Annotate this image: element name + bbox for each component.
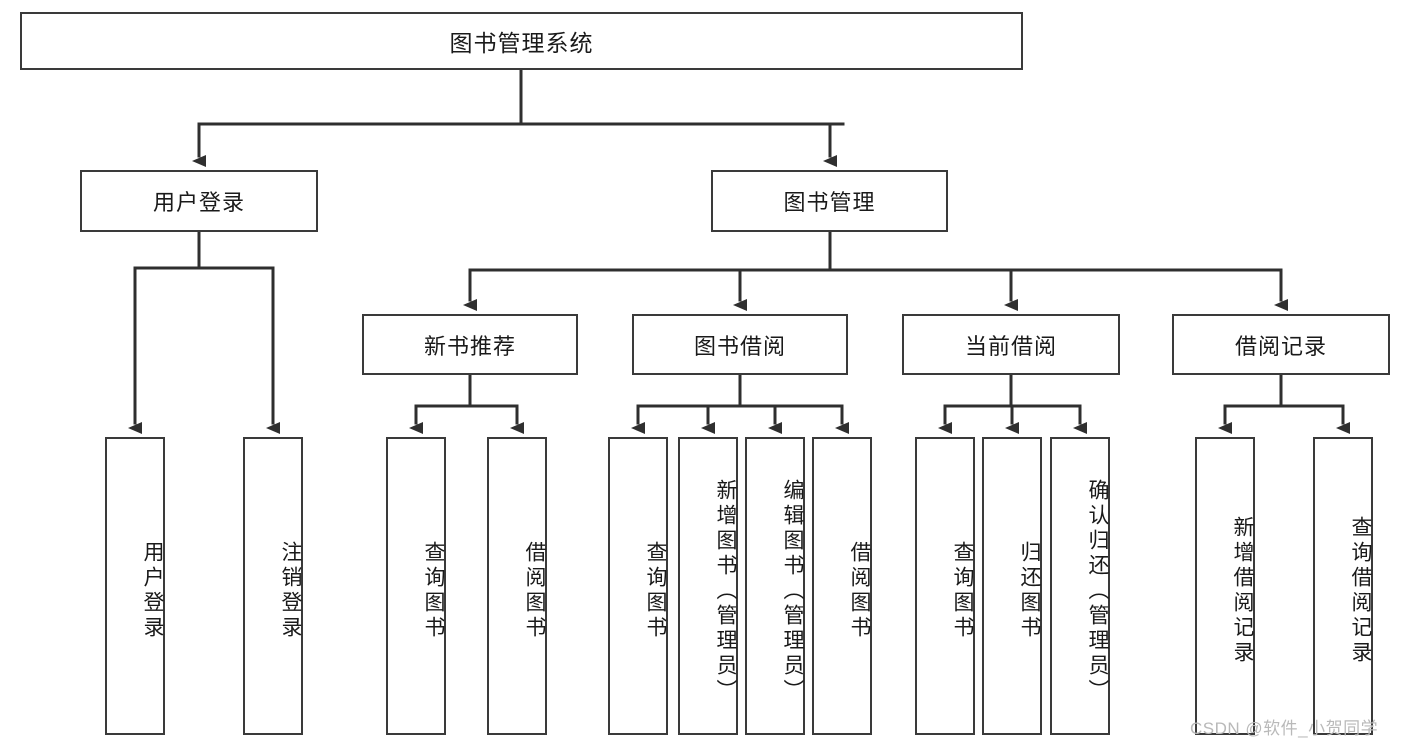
node-label: 新增借阅记录: [1231, 516, 1254, 666]
node-label: 当前借阅: [964, 333, 1057, 359]
node-current-borrow[interactable]: 当前借阅: [902, 314, 1120, 375]
node-label: 借阅记录: [1234, 333, 1327, 359]
node-book-borrow[interactable]: 图书借阅: [632, 314, 848, 375]
node-label: 图书借阅: [693, 333, 786, 359]
node-leaf-add-borrow-record[interactable]: 新增借阅记录: [1195, 437, 1255, 735]
node-label: 编辑图书（管理员）: [781, 478, 804, 704]
node-label: 借阅图书: [523, 541, 546, 641]
node-leaf-logout[interactable]: 注销登录: [243, 437, 303, 735]
node-leaf-confirm-return-admin[interactable]: 确认归还（管理员）: [1050, 437, 1110, 735]
node-label: 查询图书: [644, 541, 667, 641]
node-label: 注销登录: [279, 541, 302, 641]
node-label: 图书管理系统: [449, 30, 594, 56]
node-leaf-query-book-current[interactable]: 查询图书: [915, 437, 975, 735]
node-label: 确认归还（管理员）: [1086, 478, 1109, 704]
node-label: 借阅图书: [848, 541, 871, 641]
node-label: 查询图书: [951, 541, 974, 641]
node-leaf-borrow-book-recommend[interactable]: 借阅图书: [487, 437, 547, 735]
node-new-book-recommend[interactable]: 新书推荐: [362, 314, 578, 375]
node-leaf-add-book-admin[interactable]: 新增图书（管理员）: [678, 437, 738, 735]
node-label: 用户登录: [152, 190, 245, 215]
node-label: 新书推荐: [423, 333, 516, 359]
node-label: 新增图书（管理员）: [714, 478, 737, 704]
node-label: 查询图书: [422, 541, 445, 641]
node-leaf-user-login[interactable]: 用户登录: [105, 437, 165, 735]
node-leaf-query-borrow-record[interactable]: 查询借阅记录: [1313, 437, 1373, 735]
node-label: 归还图书: [1018, 541, 1041, 641]
node-borrow-record[interactable]: 借阅记录: [1172, 314, 1390, 375]
node-leaf-borrow-book-borrow[interactable]: 借阅图书: [812, 437, 872, 735]
node-root-system[interactable]: 图书管理系统: [20, 12, 1023, 70]
node-leaf-edit-book-admin[interactable]: 编辑图书（管理员）: [745, 437, 805, 735]
node-label: 用户登录: [141, 541, 164, 641]
node-leaf-return-book[interactable]: 归还图书: [982, 437, 1042, 735]
node-user-login[interactable]: 用户登录: [80, 170, 318, 232]
node-label: 图书管理: [783, 190, 876, 215]
node-leaf-query-book-borrow[interactable]: 查询图书: [608, 437, 668, 735]
node-book-manage[interactable]: 图书管理: [711, 170, 948, 232]
node-label: 查询借阅记录: [1349, 516, 1372, 666]
node-leaf-query-book-recommend[interactable]: 查询图书: [386, 437, 446, 735]
